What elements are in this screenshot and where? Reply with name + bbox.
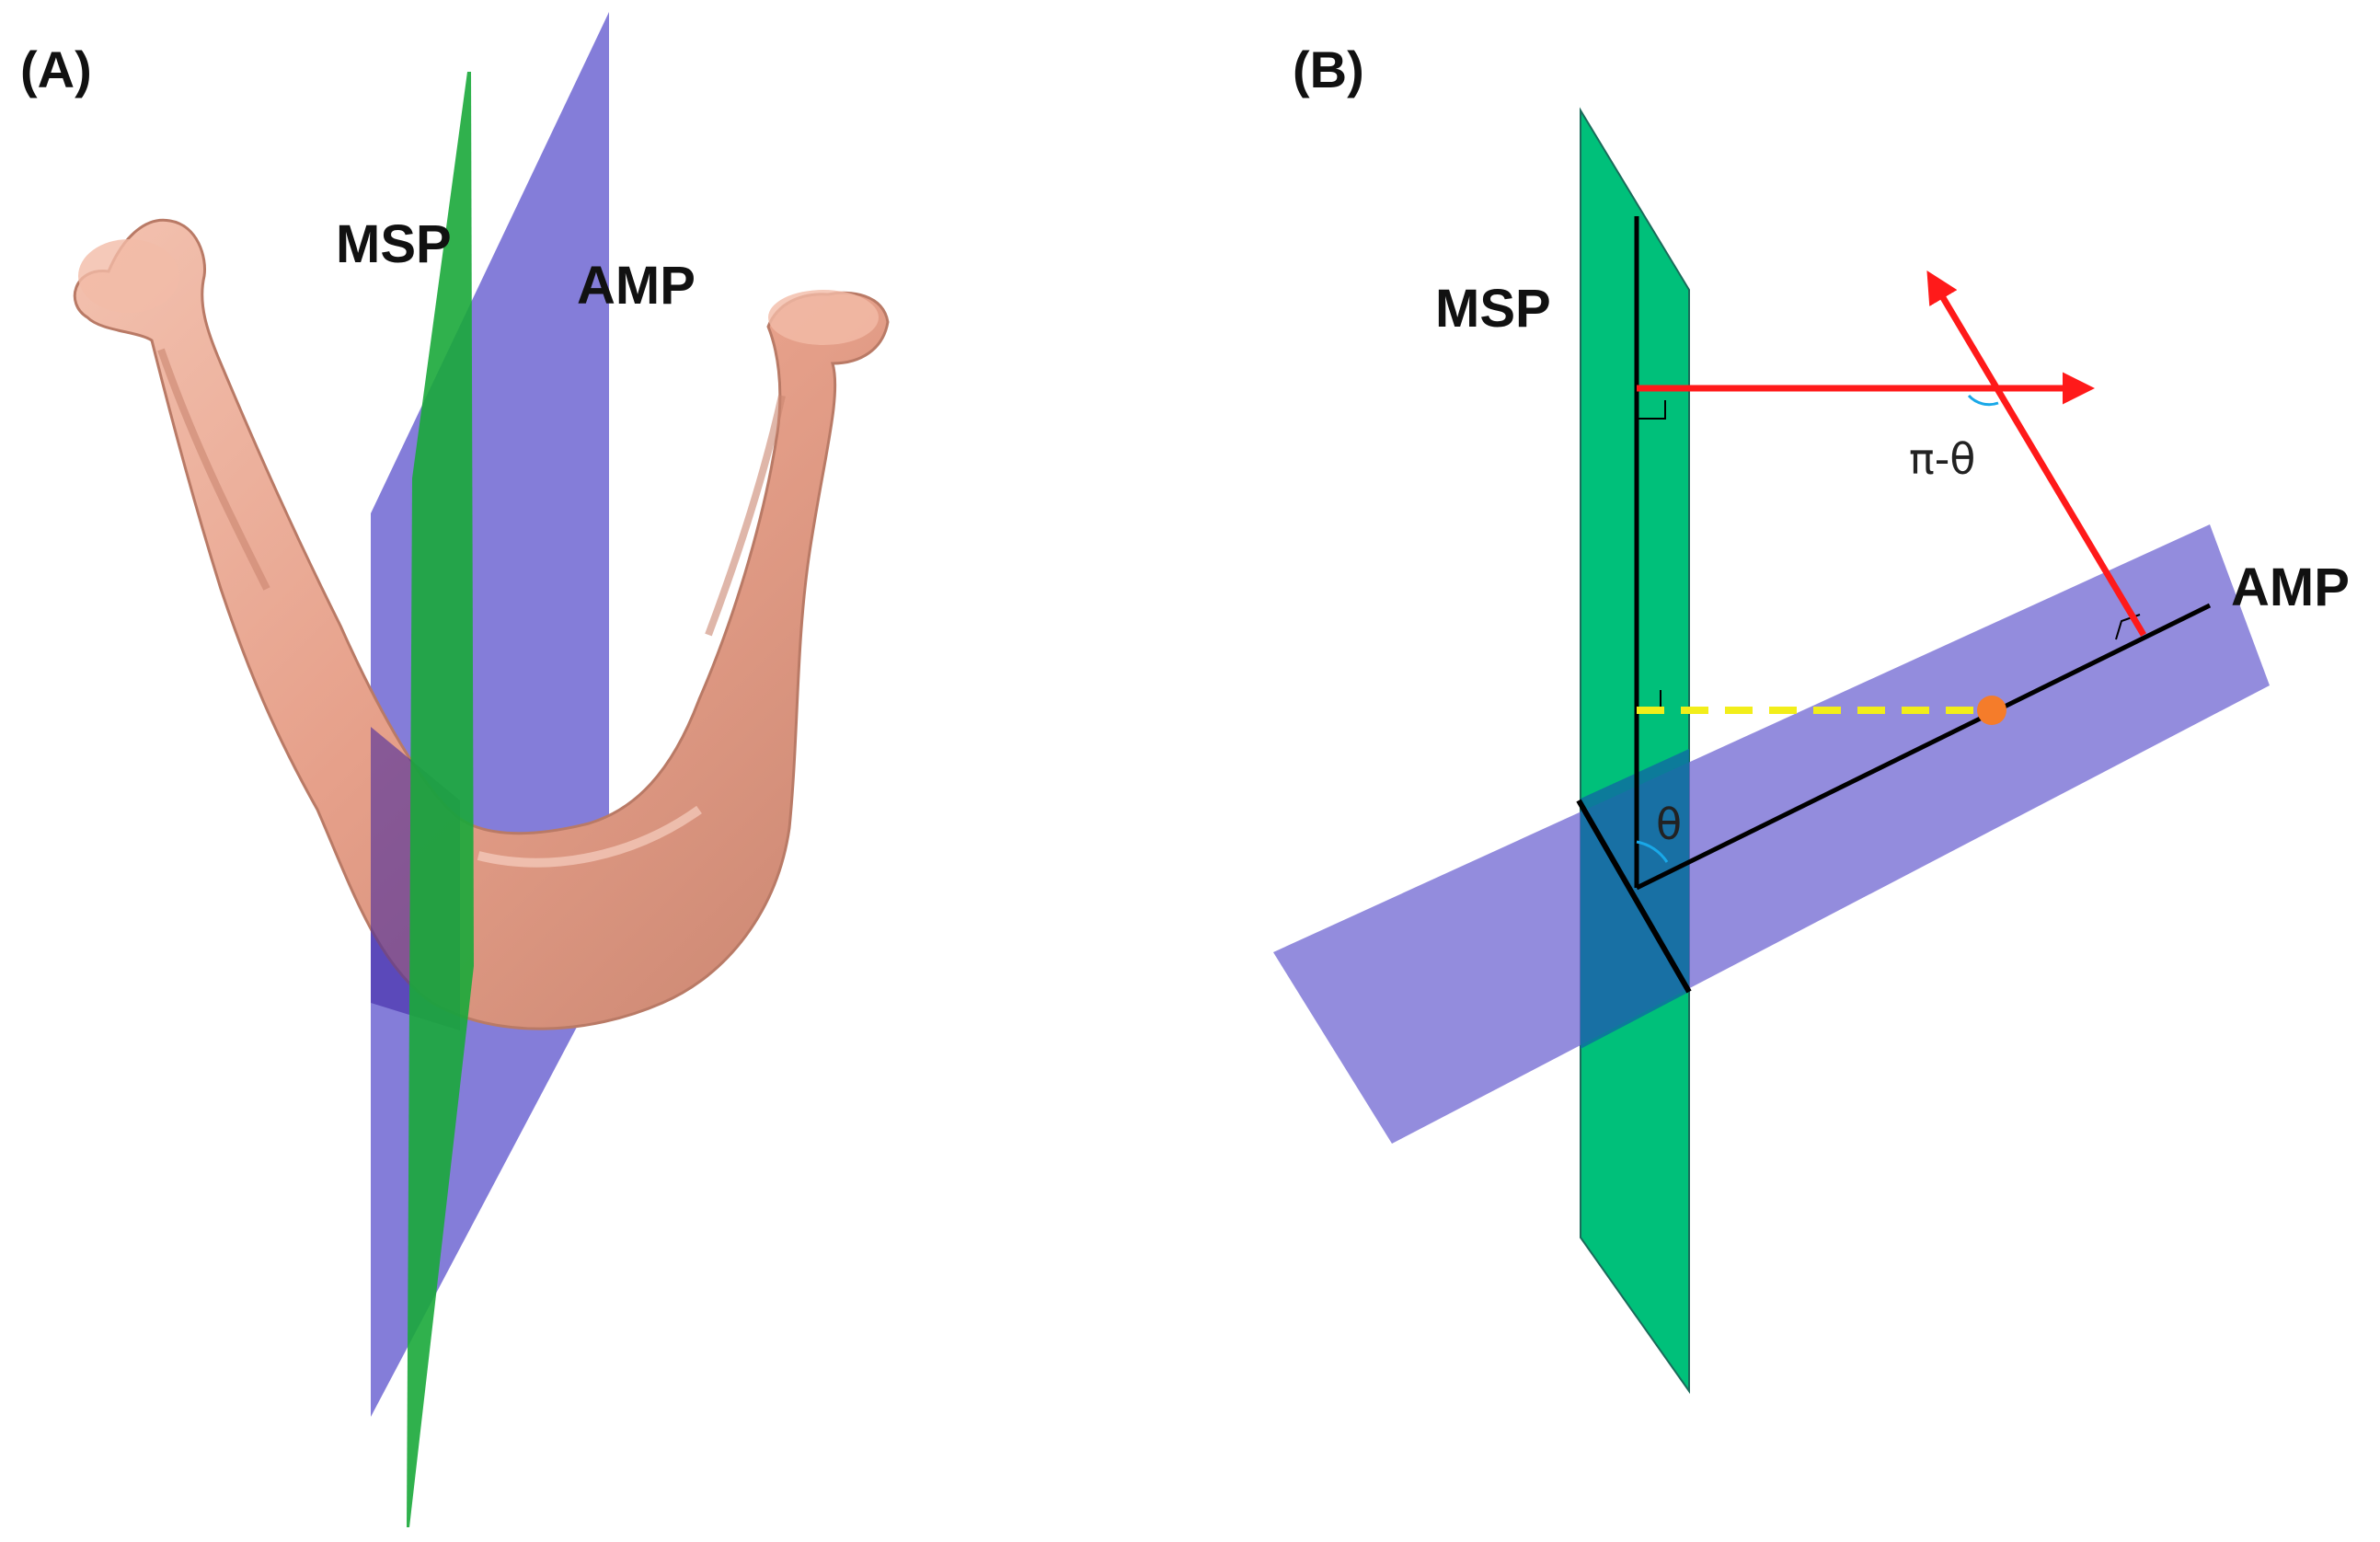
panel-b: (B) MSP AMP θ π-θ: [1273, 40, 2350, 1395]
mandible-model: [73, 218, 890, 1030]
intersection-line: [1576, 799, 1692, 994]
panel-b-label: (B): [1293, 40, 1364, 98]
pi-minus-theta-label: π-θ: [1909, 434, 1975, 484]
amp-axis-line: [1635, 603, 2212, 891]
amp-label-b: AMP: [2231, 558, 2350, 617]
amp-normal-vector: [1926, 270, 2147, 637]
msp-label-b: MSP: [1435, 279, 1551, 339]
panel-a: (A) MSP AMP: [20, 12, 890, 1527]
amp-plane-b: [1273, 524, 2270, 1144]
right-angle-marker-1: [1637, 400, 1666, 420]
msp-label-a: MSP: [336, 214, 452, 274]
panel-a-label: (A): [20, 40, 92, 98]
msp-plane-a: [407, 72, 474, 1527]
theta-arc: [1636, 840, 1669, 863]
projection-point: [1977, 696, 2006, 725]
theta-label: θ: [1656, 800, 1682, 849]
pi-minus-theta-arc: [1967, 394, 1999, 407]
amp-label-a: AMP: [577, 256, 696, 316]
